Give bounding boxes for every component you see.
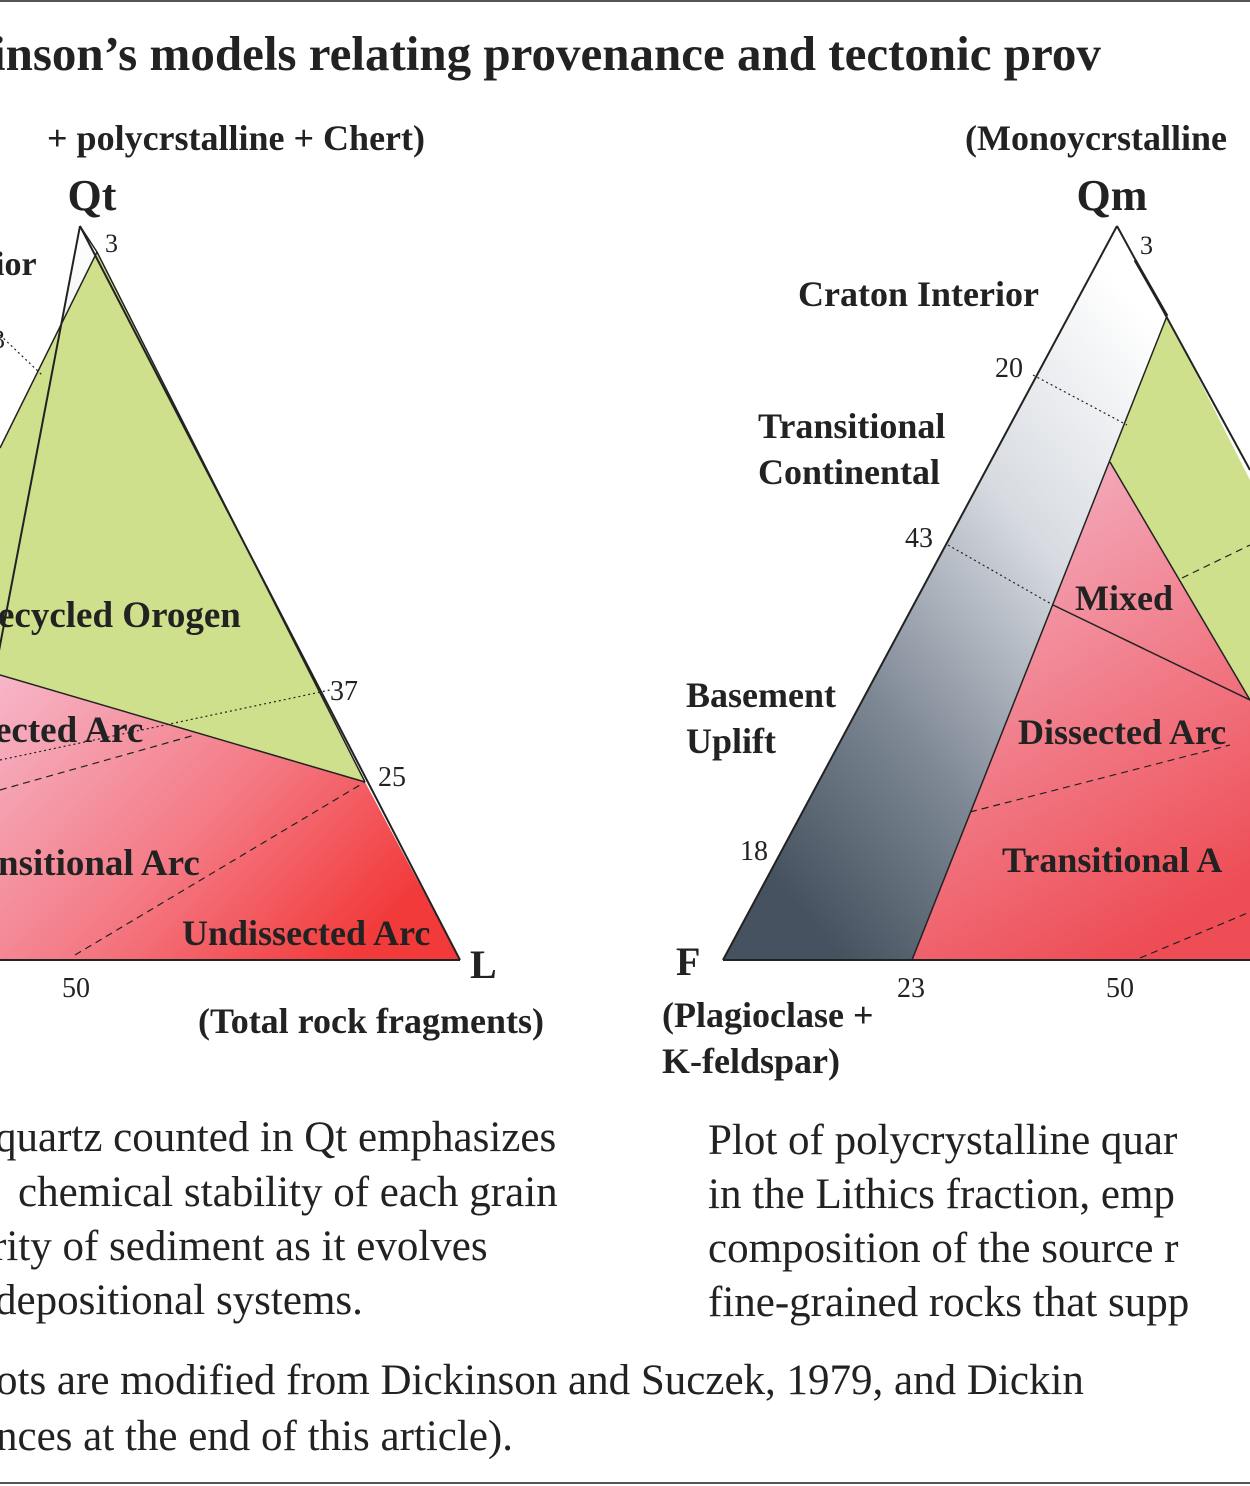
right-label-transitional-arc: Transitional A: [1002, 840, 1222, 880]
right-top-note: (Monoycrstalline: [965, 118, 1227, 158]
left-dashed-dissected: [0, 734, 196, 791]
right-mixed-boundary: [1052, 604, 1250, 701]
right-vertex-note-1: (Plagioclase +: [662, 995, 873, 1035]
right-ternary-plot: Qm (Monoycrstalline F (Plagioclase + K-f…: [662, 118, 1250, 1081]
provenance-diagram: inson’s models relating provenance and t…: [0, 26, 1250, 1081]
left-label-undissected-arc: Undissected Arc: [182, 913, 430, 953]
left-apex-boundary: [79, 225, 98, 253]
left-dashed-undissected: [74, 781, 366, 956]
right-dashed-undissected: [1139, 911, 1250, 959]
left-caption-line-2: chemical stability of each grain: [18, 1169, 558, 1216]
right-dashed-dissected: [969, 744, 1231, 813]
right-tick-20: 20: [995, 353, 1023, 384]
footer-line-1: ots are modified from Dickinson and Sucz…: [0, 1357, 1084, 1404]
right-label-mixed: Mixed: [1075, 578, 1173, 618]
right-caption-line-2: in the Lithics fraction, emp: [708, 1171, 1175, 1218]
footer-line-2: nces at the end of this article).: [0, 1413, 513, 1460]
left-label-transitional-arc: nsitional Arc: [0, 843, 200, 884]
left-left-edge: [0, 225, 81, 651]
left-tick-37: 37: [330, 676, 358, 707]
left-ternary-plot: Qt + polycrstalline + Chert) L (Total ro…: [0, 118, 544, 1041]
right-tick-apex: 3: [1140, 231, 1153, 260]
left-dotted-line-37: [0, 689, 331, 761]
bottom-rule: [0, 1482, 1250, 1484]
right-label-transitional-2: Continental: [758, 452, 940, 492]
left-vertex-note: (Total rock fragments): [198, 1001, 544, 1041]
right-left-edge: [722, 225, 1118, 961]
left-tick-apex: 3: [105, 229, 118, 258]
top-rule: [0, 0, 1250, 2]
left-tick-25: 25: [378, 762, 406, 793]
right-dashed-mixed: [1181, 544, 1250, 579]
left-arc-region: [0, 675, 460, 960]
right-label-basement-1: Basement: [686, 675, 836, 715]
right-dotted-line-43: [947, 544, 1054, 606]
right-vertex-label-f: F: [676, 939, 700, 984]
right-tick-23: 23: [897, 973, 925, 1004]
left-apex-label-qt: Qt: [68, 171, 117, 220]
right-label-basement-2: Uplift: [686, 721, 776, 761]
left-orogen-boundary: [96, 251, 366, 783]
right-label-craton-interior: Craton Interior: [798, 274, 1039, 314]
left-craton-boundary: [0, 251, 98, 449]
left-label-craton: ior: [0, 246, 37, 283]
right-vertex-note-2: K-feldspar): [662, 1041, 840, 1081]
left-recycled-orogen-region: [0, 252, 365, 782]
right-arc-region: [912, 462, 1250, 960]
left-arc-boundary: [0, 674, 366, 783]
right-recycled-orogen-region: [1110, 316, 1250, 700]
left-caption-line-4: depositional systems.: [0, 1277, 363, 1324]
left-tick-side-upper: 3: [0, 325, 5, 354]
left-caption-line-1: quartz counted in Qt emphasizes: [0, 1114, 557, 1161]
left-vertex-label-l: L: [470, 942, 497, 987]
right-tick-50: 50: [1106, 973, 1134, 1004]
figure-title: inson’s models relating provenance and t…: [0, 26, 1101, 81]
left-dotted-line-upper: [0, 334, 43, 376]
right-orogen-boundary: [1109, 461, 1250, 701]
left-label-dissected-arc: ected Arc: [0, 710, 143, 751]
right-tick-18: 18: [740, 836, 768, 867]
right-caption-line-4: fine-grained rocks that supp: [708, 1279, 1190, 1326]
right-apex-label-qm: Qm: [1077, 171, 1148, 220]
right-tick-43: 43: [905, 523, 933, 554]
right-continental-boundary: [911, 315, 1168, 961]
right-label-dissected-arc: Dissected Arc: [1018, 712, 1226, 752]
left-label-recycled-orogen: ecycled Orogen: [0, 595, 241, 636]
right-apex-thick-segment: [1133, 259, 1169, 317]
left-caption-line-3: rity of sediment as it evolves: [0, 1223, 488, 1270]
left-tick-50: 50: [62, 973, 90, 1004]
right-caption-line-3: composition of the source r: [708, 1225, 1179, 1272]
right-continental-block-region: [723, 226, 1167, 960]
right-caption-line-1: Plot of polycrystalline quar: [708, 1117, 1178, 1164]
left-top-note: + polycrstalline + Chert): [47, 118, 425, 158]
right-label-transitional-1: Transitional: [758, 406, 945, 446]
